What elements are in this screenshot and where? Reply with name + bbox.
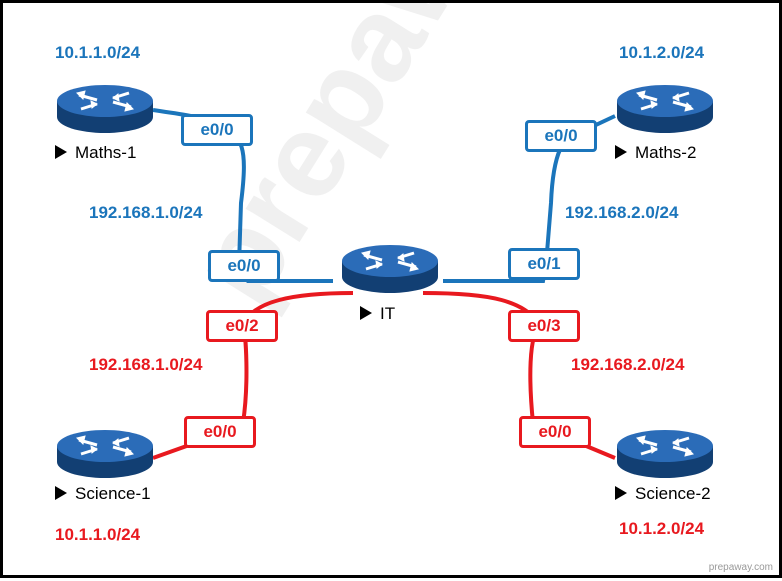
play-triangle-icon (55, 486, 67, 500)
play-triangle-icon (615, 486, 627, 500)
router-label-maths1: Maths-1 (55, 143, 136, 163)
maths1-e0-0-interface: e0/0 (181, 114, 253, 146)
maths2-lan-label: 10.1.2.0/24 (619, 43, 705, 62)
maths2-e0-0-interface: e0/0 (525, 120, 597, 152)
router-icon-science2 (615, 428, 715, 480)
router-icon-science1 (55, 428, 155, 480)
router-icon-maths2 (615, 83, 715, 135)
play-triangle-icon (615, 145, 627, 159)
science2-link-subnet: 192.168.2.0/24 (571, 355, 685, 374)
science1-lan-label: 10.1.1.0/24 (55, 525, 141, 544)
play-triangle-icon (55, 145, 67, 159)
science2-e0-0-interface: e0/0 (519, 416, 591, 448)
maths1-lan-label: 10.1.1.0/24 (55, 43, 141, 62)
router-label-science1: Science-1 (55, 484, 151, 504)
science1-link-subnet: 192.168.1.0/24 (89, 355, 203, 374)
science2-lan-label: 10.1.2.0/24 (619, 519, 705, 538)
router-label-it: IT (360, 304, 395, 324)
router-icon-it (340, 243, 440, 295)
science1-e0-0-interface: e0/0 (184, 416, 256, 448)
it-e0-3-interface: e0/3 (508, 310, 580, 342)
router-icon-maths1 (55, 83, 155, 135)
it-e0-0-interface: e0/0 (208, 250, 280, 282)
corner-watermark: prepaway.com (708, 562, 773, 573)
router-label-science2: Science-2 (615, 484, 711, 504)
maths2-link-subnet: 192.168.2.0/24 (565, 203, 679, 222)
it-e0-2-interface: e0/2 (206, 310, 278, 342)
router-label-maths2: Maths-2 (615, 143, 696, 163)
it-e0-1-interface: e0/1 (508, 248, 580, 280)
play-triangle-icon (360, 306, 372, 320)
maths1-link-subnet: 192.168.1.0/24 (89, 203, 203, 222)
